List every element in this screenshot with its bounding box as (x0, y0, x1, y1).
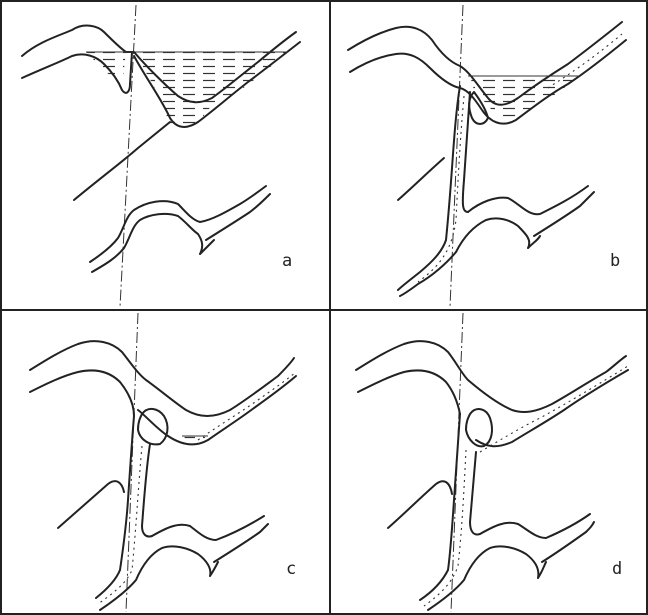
panel-c-fault (58, 481, 124, 528)
panel-b-channel-right (463, 92, 470, 212)
panel-c-label: c (286, 559, 296, 579)
panel-d-channel-left (420, 414, 460, 600)
panel-a-fault (74, 122, 170, 200)
panel-c-upper-valley-bottom (30, 370, 296, 444)
panel-b-channel-sediment (418, 96, 464, 282)
panel-c-upper-valley-top (30, 341, 294, 416)
panel-d-sediment-top (480, 366, 628, 452)
panel-a: a (22, 5, 300, 307)
panel-a-lower-valley-top (90, 186, 266, 262)
panel-b-label: b (610, 251, 620, 271)
panel-c-sediment-top (198, 372, 296, 440)
panel-b-lower-valley-top (468, 186, 588, 214)
panel-d-channel-right (470, 452, 480, 535)
panel-d-label: d (612, 559, 622, 579)
panel-b: b (348, 5, 626, 307)
panel-d-upper-valley-bottom (358, 370, 628, 446)
panel-c-lower-valley-top (152, 516, 264, 540)
panel-d-fault (388, 481, 452, 528)
panel-b-lower-valley-bottom (400, 192, 594, 296)
panel-c: c (30, 313, 296, 612)
panel-a-fill-main (134, 52, 288, 127)
panel-c-channel-left (96, 416, 134, 598)
panel-d: d (356, 313, 628, 612)
panel-b-fault (398, 158, 444, 200)
panel-d-upper-valley-top (356, 341, 626, 412)
panel-a-label: a (282, 251, 292, 271)
panel-c-channel-right (142, 444, 152, 537)
panel-c-island (138, 409, 167, 444)
panel-d-channel-sediment (424, 450, 466, 606)
panel-d-lower-valley-top (480, 514, 590, 538)
